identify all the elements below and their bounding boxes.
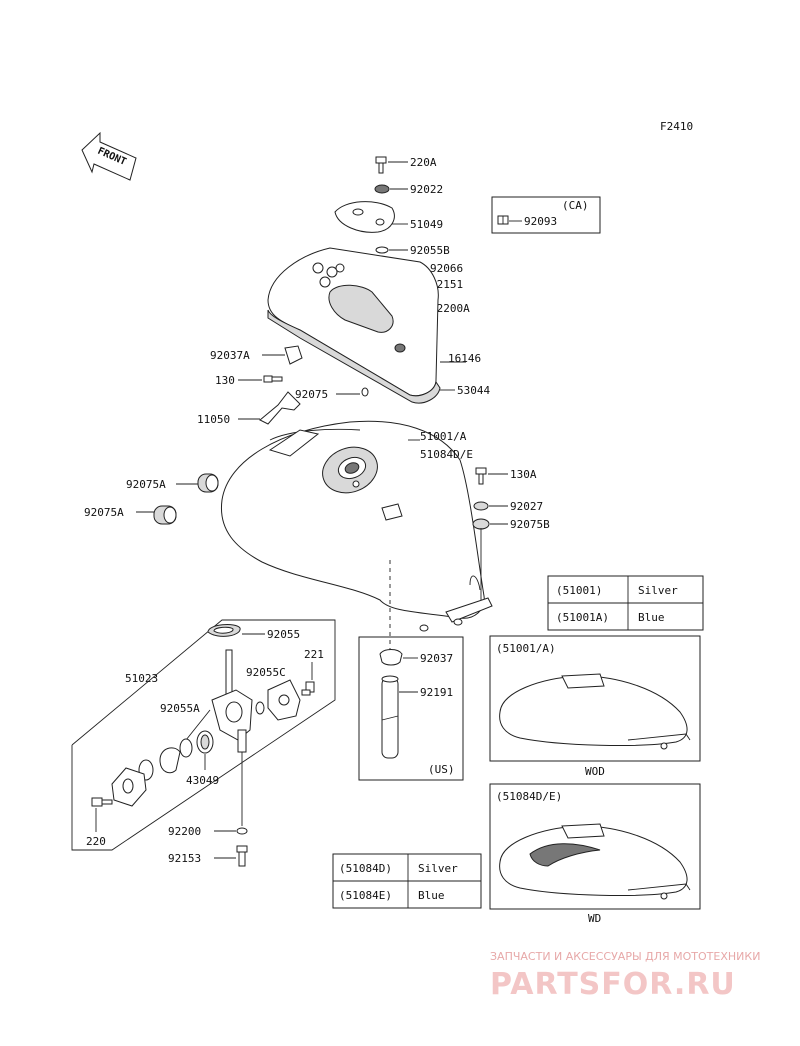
label-43049: 43049: [186, 774, 219, 787]
inset-1-caption: WOD: [585, 765, 605, 778]
color-table-2-code-2: (51084E): [339, 889, 392, 902]
washer-92022-icon: [374, 184, 390, 194]
inset-1-title: (51001/A): [496, 642, 556, 655]
label-16146: 16146: [448, 352, 481, 365]
label-130a: 130A: [510, 468, 537, 481]
label-51001a: 51001/A: [420, 430, 467, 443]
bolt-220a-icon: [375, 156, 387, 174]
label-92066: 92066: [430, 262, 463, 275]
color-table-2-color-2: Blue: [418, 889, 445, 902]
oring-92055a-icon: [179, 738, 193, 758]
ca-tag: (CA): [562, 199, 589, 212]
inset-2-caption: WD: [588, 912, 601, 925]
inset-51001a: (51001/A): [489, 635, 701, 762]
label-92027: 92027: [510, 500, 543, 513]
oring-92055c-icon: [255, 701, 265, 715]
label-92037a: 92037A: [210, 349, 250, 362]
nut-92093-icon: [497, 215, 509, 225]
label-92055c: 92055C: [246, 666, 286, 679]
label-51049: 51049: [410, 218, 443, 231]
color-table-1-color-2: Blue: [638, 611, 665, 624]
fuel-tank-51001-icon: [220, 420, 493, 632]
figure-code: F2410: [660, 120, 693, 133]
watermark-tagline: ЗАПЧАСТИ И АКСЕССУАРЫ ДЛЯ МОТОТЕХНИКИ: [490, 950, 760, 963]
tank-cover-16146-icon: [267, 247, 439, 397]
clip-92037a-icon: [284, 345, 303, 365]
cover-221-plate-icon: [267, 679, 301, 721]
ca-part: 92093: [524, 215, 557, 228]
label-92153: 92153: [168, 852, 201, 865]
label-51023: 51023: [125, 672, 158, 685]
label-92151: 92151: [430, 278, 463, 291]
bolt-92153-icon: [236, 845, 248, 867]
bolt-130-icon: [263, 375, 283, 383]
label-51084de: 51084D/E: [420, 448, 473, 461]
label-92075: 92075: [295, 388, 328, 401]
label-92200: 92200: [168, 825, 201, 838]
bolt-130a-icon: [475, 467, 487, 485]
label-92055b: 92055B: [410, 244, 450, 257]
label-92200a: 92200A: [430, 302, 470, 315]
label-130: 130: [215, 374, 235, 387]
color-table-1-code-2: (51001A): [556, 611, 609, 624]
color-table-2-color-1: Silver: [418, 862, 458, 875]
label-92037: 92037: [420, 652, 453, 665]
gasket-92055-icon: [207, 624, 241, 637]
label-92075a-2: 92075A: [84, 506, 124, 519]
collar-92027-icon: [473, 501, 489, 511]
filter-43049-icon: [196, 730, 214, 754]
label-11050: 11050: [197, 413, 230, 426]
screw-220-icon: [91, 797, 113, 807]
color-table-1: (51001) Silver (51001A) Blue: [547, 575, 704, 631]
label-53044: 53044: [457, 384, 490, 397]
color-table-1-color-1: Silver: [638, 584, 678, 597]
gasket-53044-icon: [267, 309, 441, 404]
inset-2-title: (51084D/E): [496, 790, 562, 803]
label-220a: 220A: [410, 156, 437, 169]
front-arrow-icon: FRONT: [81, 131, 137, 181]
us-box: 92037 92191 (US): [358, 636, 464, 781]
damper-92075b-icon: [472, 518, 490, 600]
label-220: 220: [86, 835, 106, 848]
label-92075a-1: 92075A: [126, 478, 166, 491]
screw-221-icon: [301, 681, 315, 696]
us-tag: (US): [428, 763, 455, 776]
label-92022: 92022: [410, 183, 443, 196]
grommet-92055b-icon: [375, 246, 389, 254]
label-221: 221: [304, 648, 324, 661]
color-table-1-code-1: (51001): [556, 584, 602, 597]
label-92055a: 92055A: [160, 702, 200, 715]
label-92191: 92191: [420, 686, 453, 699]
watermark-brand: PARTSFOR.RU: [490, 967, 736, 1002]
label-92055: 92055: [267, 628, 300, 641]
cover-plate-51049-icon: [334, 201, 395, 233]
damper-92075-icon: [361, 387, 369, 397]
washer-92200-icon: [236, 827, 248, 835]
bracket-11050-icon: [259, 391, 301, 425]
ca-box: (CA) 92093: [491, 196, 601, 234]
label-92075b: 92075B: [510, 518, 550, 531]
color-table-2-code-1: (51084D): [339, 862, 392, 875]
lever-parts-icon: [111, 747, 181, 807]
fuel-cock-body-icon: [211, 649, 253, 826]
damper-92075a-1-icon: [197, 473, 219, 493]
assembly-51023-outline: [71, 619, 336, 851]
damper-92075a-2-icon: [153, 505, 177, 525]
inset-51084de: (51084D/E): [489, 783, 701, 910]
color-table-2: (51084D) Silver (51084E) Blue: [332, 853, 482, 909]
